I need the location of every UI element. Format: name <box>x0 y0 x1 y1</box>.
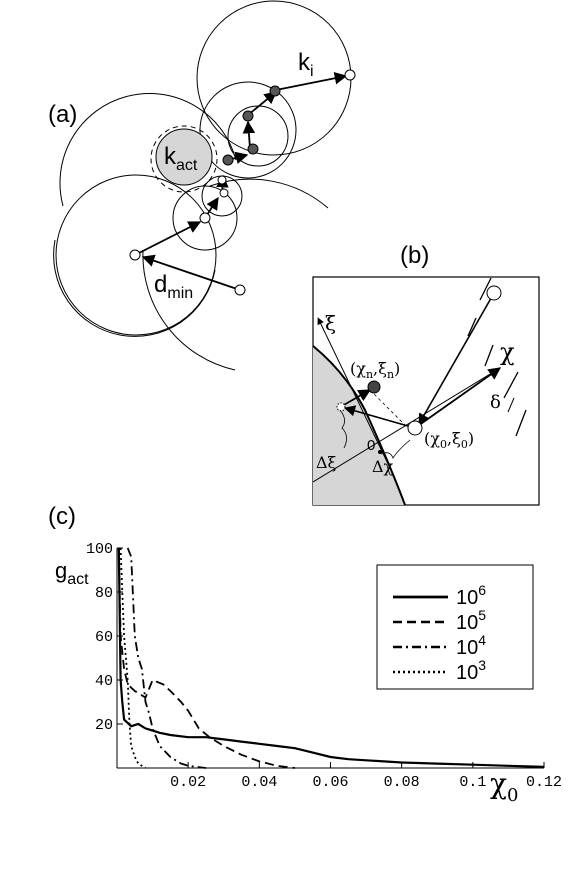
legend-label: 105 <box>456 607 486 634</box>
point-dark-1 <box>269 85 281 97</box>
point-open-1 <box>217 175 227 185</box>
d-min-label: dmin <box>154 271 193 302</box>
legend-box <box>376 564 534 690</box>
point-open-4 <box>129 249 141 261</box>
xi-axis-line <box>317 317 391 469</box>
y-tick-label: 60 <box>95 629 113 646</box>
x-tick-label: 0.12 <box>526 774 562 791</box>
point-0-label: (χ0,ξ0) <box>424 429 474 451</box>
shaded-region <box>313 346 405 505</box>
brace-chi <box>380 439 411 459</box>
point-dark-3 <box>247 143 259 155</box>
series-group <box>117 547 545 769</box>
panel-b-content <box>313 277 527 505</box>
chi-axis-label: χ <box>500 338 515 366</box>
point-open-2 <box>219 188 229 198</box>
panel-c-label: (c) <box>48 503 76 530</box>
delta-tick <box>507 397 515 413</box>
panel-b-label: (b) <box>400 242 429 269</box>
panel-a-label: (a) <box>48 101 77 128</box>
k-i-label: ki <box>298 49 314 80</box>
point-dark-2 <box>242 110 254 122</box>
delta-label: δ <box>490 392 501 413</box>
k-act-circle <box>155 128 213 186</box>
point-n-label: (χn,ξn) <box>350 359 400 381</box>
point-start <box>344 69 356 81</box>
y-tick-label: 40 <box>95 673 113 690</box>
panel-a-points <box>129 69 356 296</box>
circle-large-top <box>196 0 352 156</box>
point-top <box>486 285 502 301</box>
delta-chi-label: Δχ <box>372 457 394 476</box>
series-line-10-4 <box>126 547 207 769</box>
boundary-curve <box>313 345 406 505</box>
y-tick-label: 80 <box>95 585 113 602</box>
point-open-3 <box>199 212 211 224</box>
to-dotted-arrow <box>343 405 416 429</box>
x-tick-label: 0.04 <box>241 774 277 791</box>
circle-large-left <box>55 174 217 336</box>
incoming-arrow <box>418 292 495 425</box>
x-tick-label: 0.06 <box>312 774 348 791</box>
x-tick-label: 0.08 <box>384 774 420 791</box>
point-0 <box>407 420 423 436</box>
dotted-point <box>336 402 346 412</box>
xi-axis-label: ξ <box>325 311 336 335</box>
dashed-boundary <box>467 277 527 437</box>
chi-axis-arrow <box>414 367 502 429</box>
panel-a <box>53 0 352 371</box>
brace-xi <box>339 409 347 449</box>
panel-a-arrows <box>134 72 348 291</box>
x-tick-label: 0.02 <box>170 774 206 791</box>
to-n-arrow <box>341 389 372 407</box>
arc-left-lower <box>53 239 216 337</box>
point-dmin-end <box>234 284 246 296</box>
origin-dot <box>378 450 382 454</box>
y-tick-label: 20 <box>95 717 113 734</box>
point-n <box>367 380 381 394</box>
arc-left <box>59 92 237 207</box>
x-tick-label: 0.1 <box>459 774 486 791</box>
k-act-dashed-circle <box>150 125 218 193</box>
delta-xi-label: Δξ <box>316 453 337 472</box>
legend-label: 106 <box>456 582 486 609</box>
origin-label: 0 <box>367 437 375 454</box>
series-line-10-6 <box>117 547 545 768</box>
legend-label: 103 <box>456 657 486 684</box>
k-act-label: kact <box>164 143 198 174</box>
point-dark-4 <box>222 154 234 166</box>
series-line-10-5 <box>117 547 296 769</box>
axis-ticks: 0.02 0.04 0.06 0.08 0.1 0.12 20 40 60 80 100 <box>86 541 562 791</box>
series-line-10-3 <box>119 547 146 769</box>
x-axis-label: χ0 <box>490 767 518 806</box>
y-axis-label: gact <box>55 558 89 588</box>
y-tick-label: 100 <box>86 541 113 558</box>
legend-label: 104 <box>456 632 486 659</box>
